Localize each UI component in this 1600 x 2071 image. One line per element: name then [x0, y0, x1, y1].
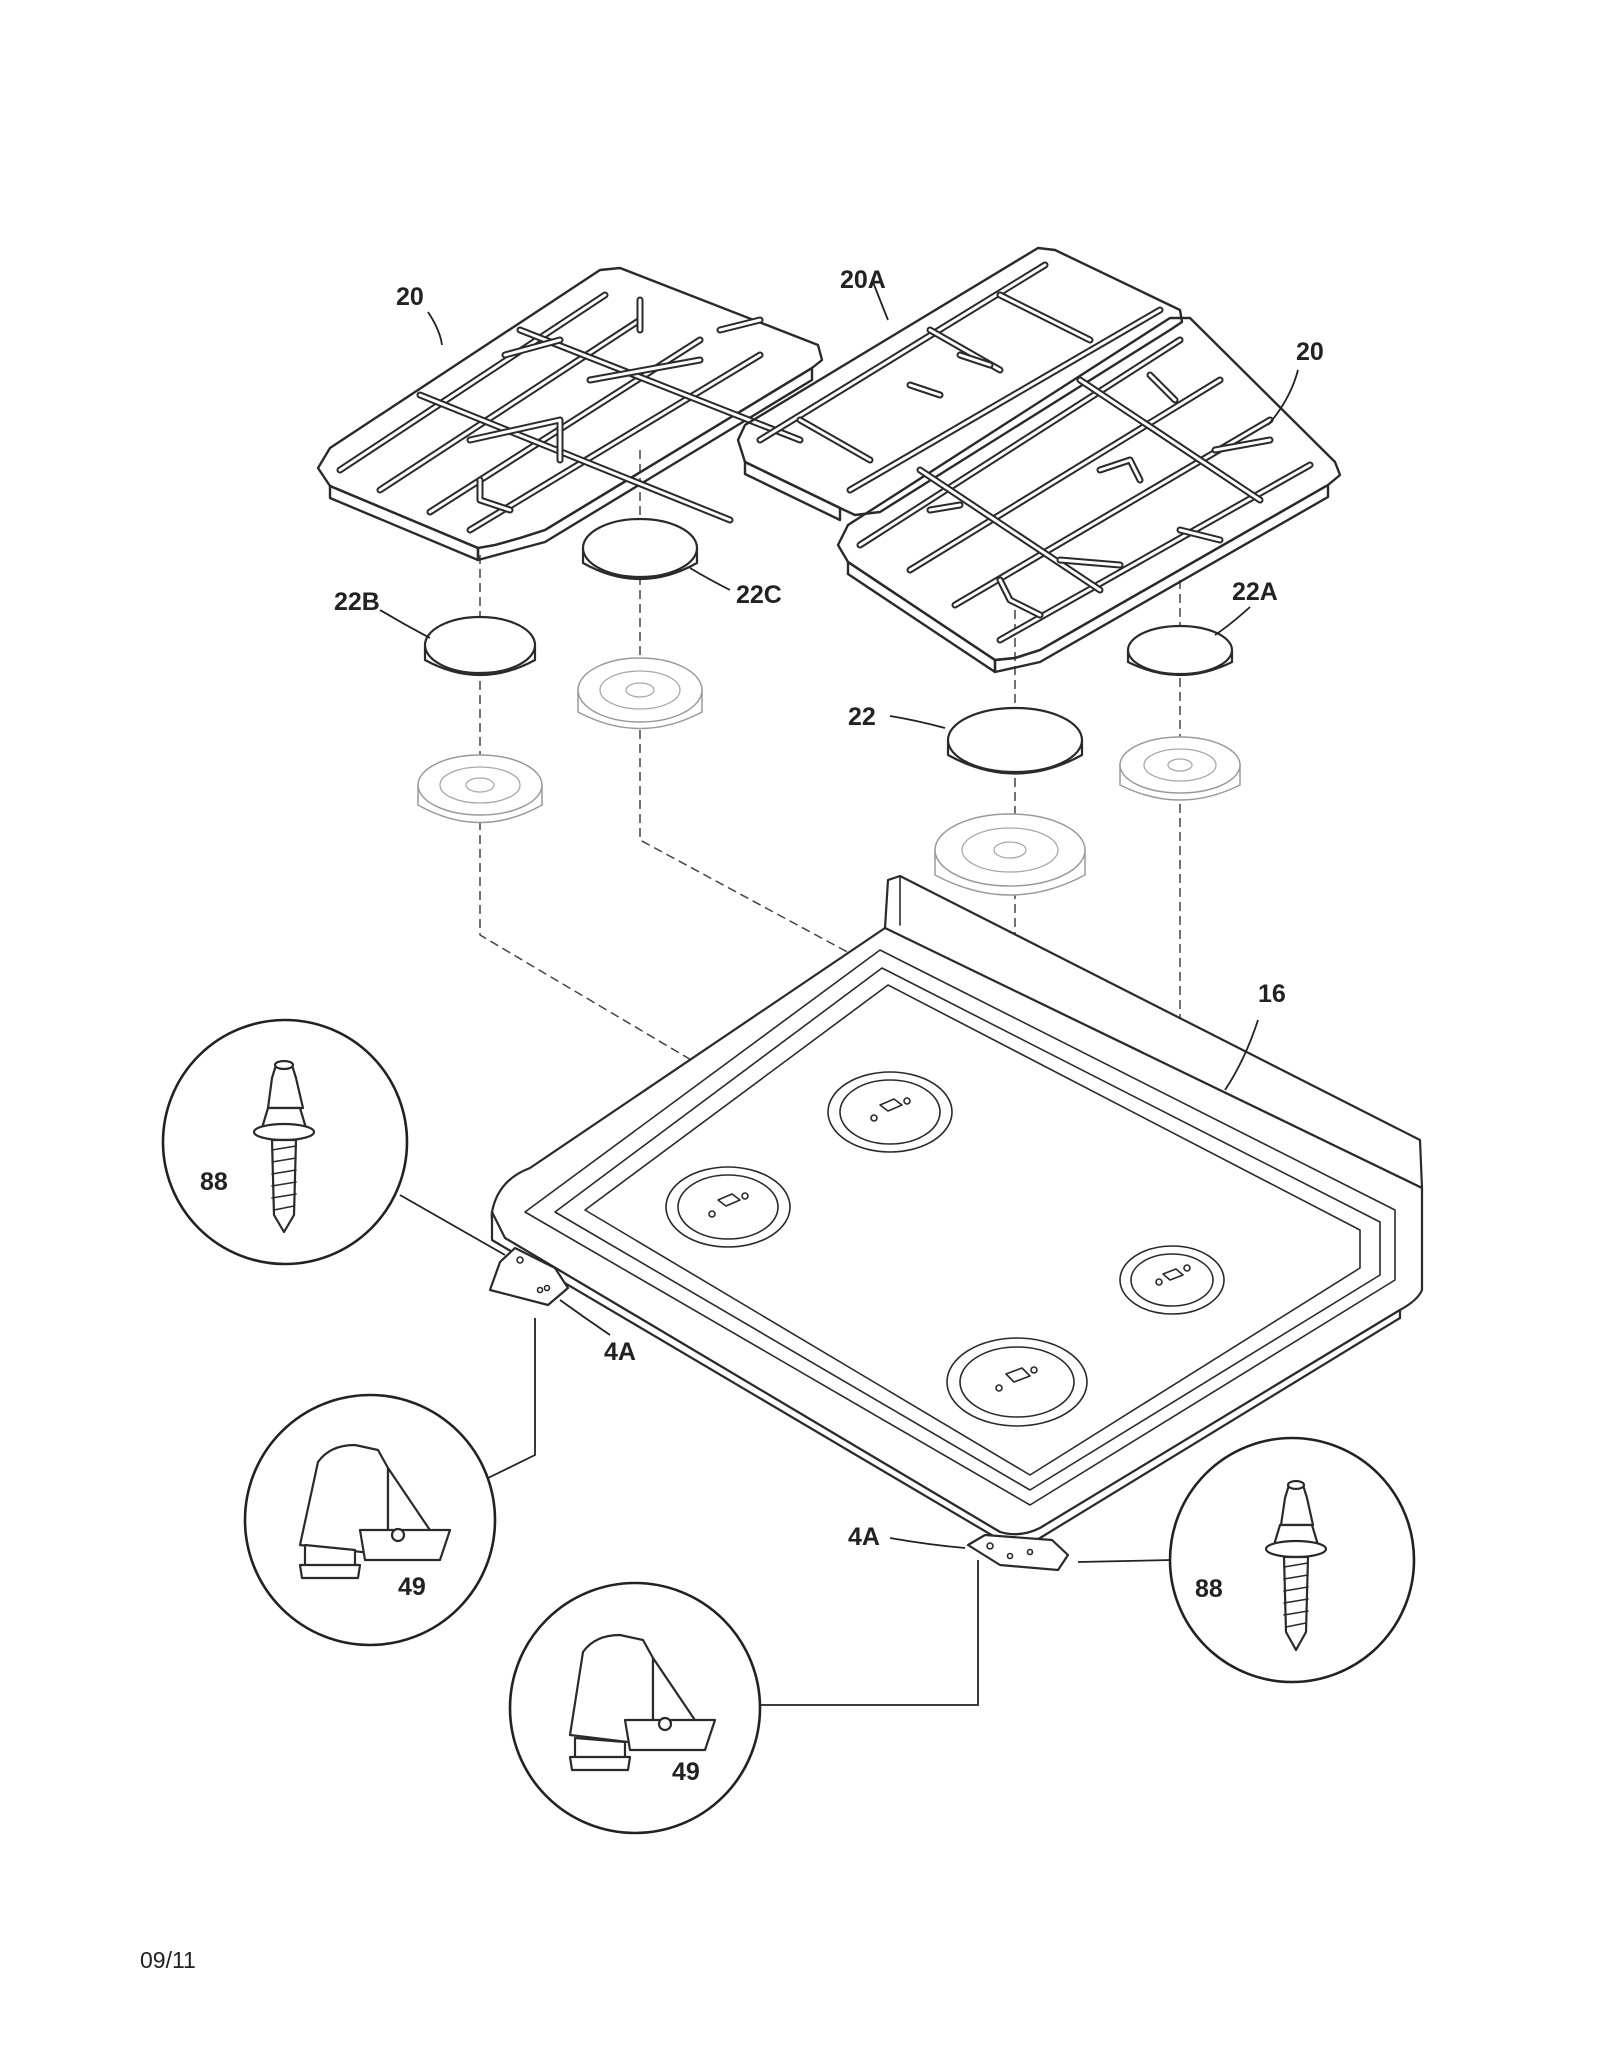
callout-screw-right: 88: [1195, 1575, 1223, 1603]
callout-clip-left: 49: [398, 1573, 426, 1601]
burner-heads: [417, 657, 1241, 896]
callout-grate-right: 20: [1296, 338, 1324, 366]
burner-cap-22b: [423, 615, 537, 676]
burner-head-right-rear: [1119, 736, 1241, 801]
callout-grate-center: 20A: [840, 266, 886, 294]
detail-connectors: [399, 1194, 1173, 1706]
callout-clip-right: 49: [672, 1758, 700, 1786]
burner-head-left-rear: [417, 754, 543, 824]
callout-cap-22b: 22B: [334, 588, 380, 616]
callout-leaders: [379, 281, 1299, 1549]
cooktop-16: [490, 874, 1424, 1545]
callout-cooktop: 16: [1258, 980, 1286, 1008]
clip-detail-left: [243, 1393, 497, 1647]
clip-49-right-icon: [568, 1633, 717, 1772]
burner-head-right-front: [934, 813, 1086, 896]
screw-detail-left: [161, 1018, 409, 1266]
burner-head-left-front: [577, 657, 703, 730]
grate-left-20: [316, 266, 824, 562]
screw-88-left-icon: [252, 1059, 316, 1234]
callout-cap-22: 22: [848, 703, 876, 731]
burner-cap-22a: [1126, 624, 1234, 676]
burner-cap-22c: [581, 517, 699, 581]
bracket-4a-right: [966, 1533, 1070, 1572]
burner-cap-22: [946, 706, 1084, 775]
clip-detail-right: [508, 1581, 762, 1835]
callout-grate-left: 20: [396, 283, 424, 311]
footer-date-code: 09/11: [140, 1947, 196, 1973]
burner-caps: [423, 517, 1234, 775]
callout-cap-22a: 22A: [1232, 578, 1278, 606]
callout-bracket-right: 4A: [848, 1523, 880, 1551]
callout-cap-22c: 22C: [736, 581, 782, 609]
clip-49-left-icon: [298, 1443, 452, 1580]
bracket-4a-left: [488, 1246, 570, 1307]
callout-labels: 20 20A 20 22B 22C 22A 22 16 88 4A 49 4A …: [200, 266, 1324, 1786]
screw-88-right-icon: [1264, 1479, 1328, 1652]
callout-bracket-left: 4A: [604, 1338, 636, 1366]
grate-center-20a: [736, 246, 1184, 522]
callout-screw-left: 88: [200, 1168, 228, 1196]
screw-detail-right: [1168, 1436, 1416, 1684]
grate-right-20: [836, 316, 1342, 674]
